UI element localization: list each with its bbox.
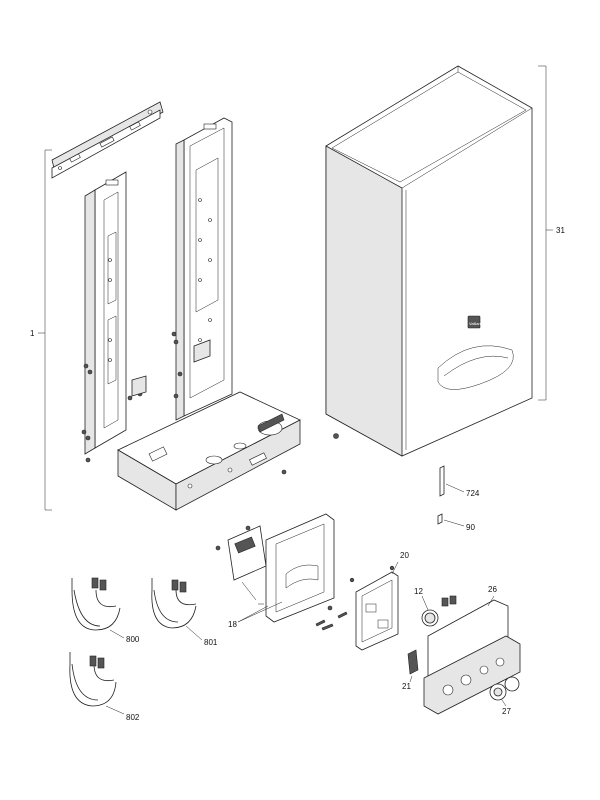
callout-20: 20	[400, 551, 409, 560]
wiring-harness-802	[69, 652, 125, 715]
part-724-pin	[439, 465, 465, 497]
frame-base-tray	[117, 391, 301, 511]
callout-27: 27	[502, 707, 511, 716]
part-12-knob	[421, 595, 457, 627]
callout-800: 800	[126, 635, 140, 644]
part-20-pcb	[349, 561, 399, 651]
callout-801: 801	[204, 638, 218, 647]
wall-mounting-rail	[51, 101, 164, 179]
callout-802: 802	[126, 713, 140, 722]
bracket-31	[538, 65, 553, 401]
part-27-knobs	[489, 676, 520, 707]
callout-18: 18	[228, 620, 237, 629]
wiring-harness-801	[151, 578, 203, 641]
callout-31: 31	[556, 226, 565, 235]
housing-screws	[315, 611, 348, 631]
right-frame-upright	[175, 117, 233, 421]
part-90-clip	[437, 513, 465, 527]
left-frame-upright	[84, 171, 127, 455]
callout-26: 26	[488, 585, 497, 594]
callout-1: 1	[30, 329, 35, 338]
callout-724: 724	[466, 489, 480, 498]
part-26-control-panel	[423, 595, 521, 715]
wiring-harness-800	[71, 577, 125, 639]
front-casing	[325, 65, 533, 457]
callout-90: 90	[466, 523, 475, 532]
callout-12: 12	[414, 587, 423, 596]
frame-screws	[81, 331, 287, 475]
part-21-clip	[407, 649, 419, 683]
bracket-1	[38, 149, 52, 511]
callout-21: 21	[402, 682, 411, 691]
casing-badge: Vaillant	[469, 321, 483, 326]
part-18-housing	[215, 513, 335, 623]
